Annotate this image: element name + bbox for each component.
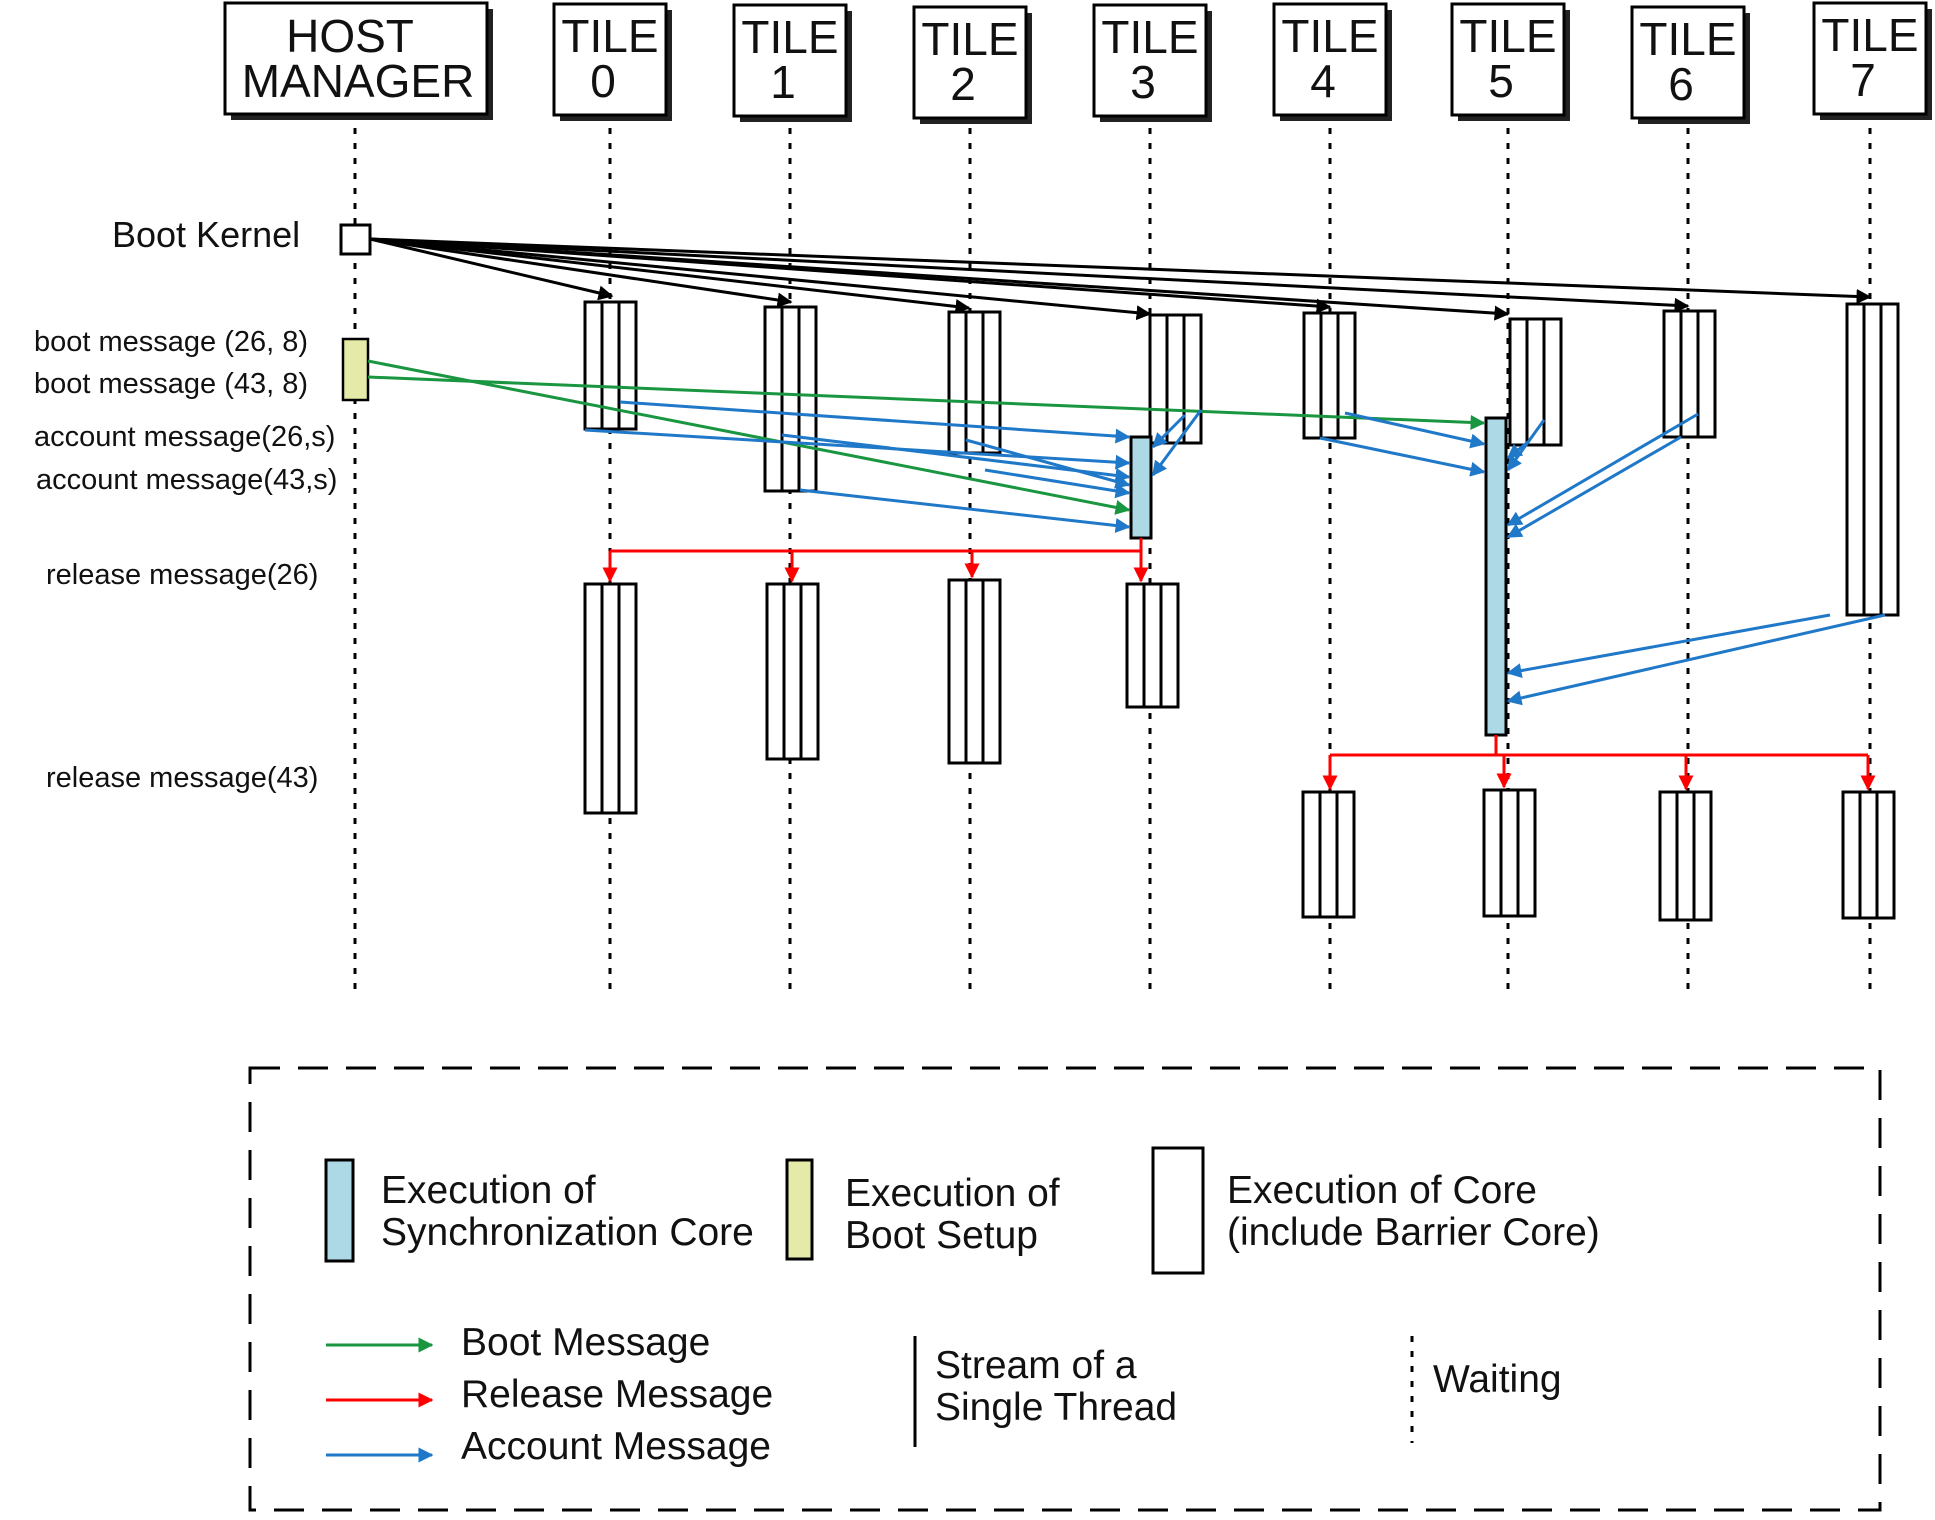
boot-setup-block <box>341 337 370 402</box>
release-message-26 <box>602 538 1149 583</box>
sync-core-block <box>1484 416 1508 737</box>
message-labels: Boot Kernel boot message (26, 8) boot me… <box>34 214 337 794</box>
tile-6-number: 6 <box>1668 58 1694 110</box>
release-message-1-label: release message(26) <box>46 559 318 591</box>
legend-boot-message: Boot Message <box>461 1321 710 1364</box>
legend-core-line1: Execution of Core <box>1227 1169 1537 1212</box>
boot-message-arrows <box>367 359 1486 515</box>
core-block <box>1841 790 1896 920</box>
legend-core-swatch <box>1151 1146 1205 1275</box>
tile-1-number: 1 <box>770 56 796 108</box>
legend-sync-swatch <box>324 1158 355 1263</box>
tile-header-1: TILE 1 <box>732 3 852 122</box>
tile-3-number: 3 <box>1130 56 1156 108</box>
legend-release-message: Release Message <box>461 1373 773 1416</box>
core-block <box>583 582 638 815</box>
core-block <box>1845 302 1900 617</box>
boot-kernel-label: Boot Kernel <box>112 214 300 255</box>
boot-kernel-box <box>339 223 372 256</box>
tile-7-label: TILE <box>1821 9 1918 61</box>
tile-header-5: TILE 5 <box>1450 2 1570 121</box>
host-manager-box: HOST MANAGER <box>223 1 493 120</box>
tile-6-label: TILE <box>1639 13 1736 65</box>
core-block <box>763 305 818 493</box>
kernel-arrows <box>369 237 1872 321</box>
legend-waiting: Waiting <box>1433 1358 1562 1401</box>
core-block <box>1302 311 1357 440</box>
tile-4-number: 4 <box>1310 55 1336 107</box>
account-message-2-label: account message(43,s) <box>36 464 337 496</box>
core-block <box>947 310 1002 455</box>
tile-3-label: TILE <box>1101 11 1198 63</box>
account-message-1-label: account message(26,s) <box>34 421 335 453</box>
tile-header-2: TILE 2 <box>912 5 1032 124</box>
sync-core-block <box>1129 435 1153 540</box>
core-block <box>1125 582 1180 709</box>
lifelines <box>353 98 1872 995</box>
core-block <box>947 578 1002 765</box>
header: HOST MANAGER TILE 0 TILE 1 TILE 2 TILE 3 <box>223 1 1932 124</box>
legend-sync-line1: Execution of <box>381 1169 596 1212</box>
release-message-43 <box>1322 735 1876 791</box>
legend-boot-swatch <box>785 1158 814 1261</box>
host-manager-line1: HOST <box>286 10 414 62</box>
account-message-arrows <box>584 400 1886 706</box>
legend-account-message: Account Message <box>461 1425 771 1468</box>
core-blocks <box>583 300 1900 922</box>
legend: Execution of Synchronization Core Execut… <box>248 1066 1882 1512</box>
legend-boot-line1: Execution of <box>845 1172 1060 1215</box>
legend-boot-line2: Boot Setup <box>845 1214 1038 1257</box>
core-block <box>1658 790 1713 922</box>
tile-header-4: TILE 4 <box>1272 2 1392 121</box>
release-message-2-label: release message(43) <box>46 762 318 794</box>
tile-header-7: TILE 7 <box>1812 1 1932 120</box>
legend-stream-line1: Stream of a <box>935 1344 1137 1387</box>
tile-2-label: TILE <box>921 13 1018 65</box>
tile-1-label: TILE <box>741 11 838 63</box>
legend-stream-line2: Single Thread <box>935 1386 1177 1429</box>
host-manager-line2: MANAGER <box>242 55 475 107</box>
tile-header-6: TILE 6 <box>1630 5 1750 124</box>
tile-5-number: 5 <box>1488 55 1514 107</box>
core-block <box>1508 317 1563 447</box>
core-block <box>1301 790 1356 919</box>
legend-sync-line2: Synchronization Core <box>381 1211 754 1254</box>
legend-core-line2: (include Barrier Core) <box>1227 1211 1600 1254</box>
core-block <box>1482 788 1537 918</box>
core-block <box>1662 309 1717 439</box>
legend-frame <box>248 1066 1882 1512</box>
tile-5-label: TILE <box>1459 10 1556 62</box>
tile-header-0: TILE 0 <box>552 2 672 121</box>
tile-2-number: 2 <box>950 58 976 110</box>
boot-message-1-label: boot message (26, 8) <box>34 326 308 358</box>
tile-4-label: TILE <box>1281 10 1378 62</box>
tile-0-label: TILE <box>561 10 658 62</box>
tile-7-number: 7 <box>1850 54 1876 106</box>
tile-0-number: 0 <box>590 55 616 107</box>
boot-message-2-label: boot message (43, 8) <box>34 368 308 400</box>
core-block <box>765 582 820 761</box>
tile-header-3: TILE 3 <box>1092 3 1212 122</box>
